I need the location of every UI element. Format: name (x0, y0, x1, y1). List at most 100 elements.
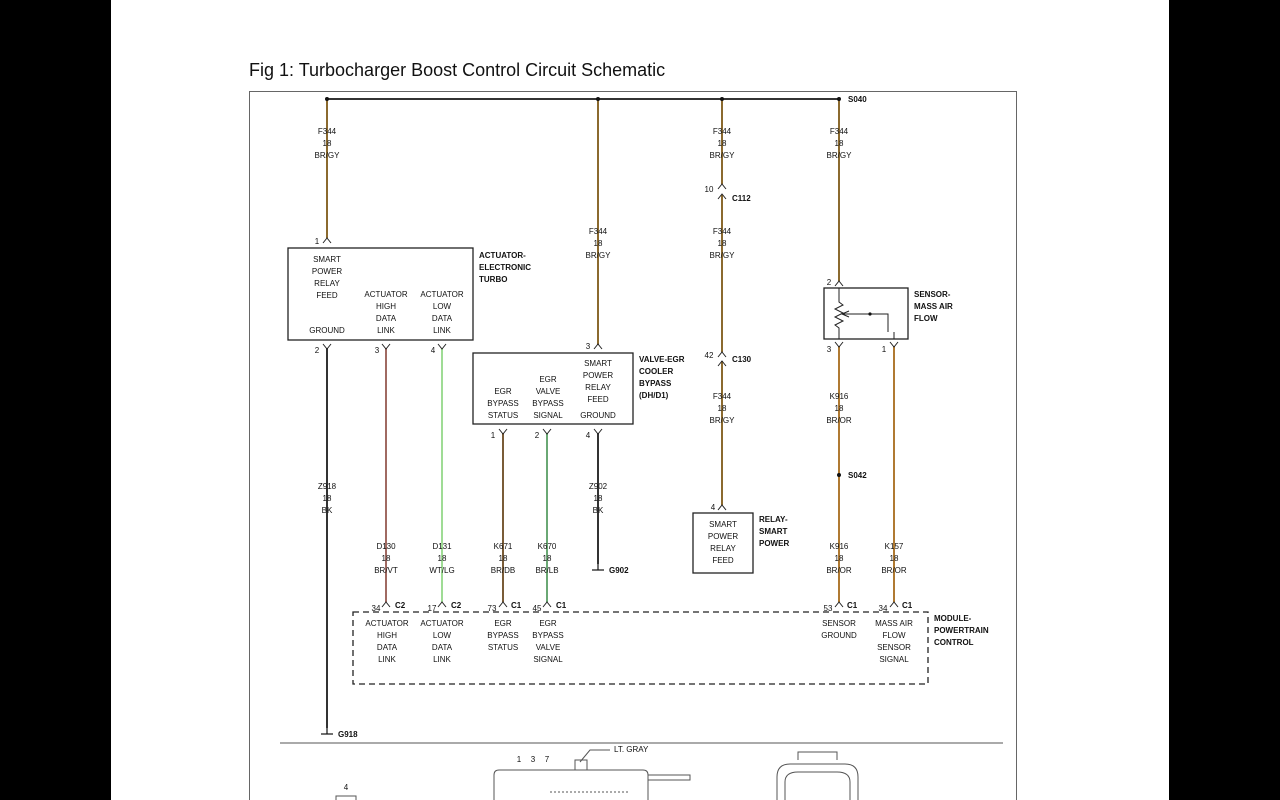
pin-function-label: HIGH (376, 302, 396, 311)
wire-gauge: 18 (323, 139, 332, 148)
connector-id: C1 (556, 601, 567, 610)
pin-function-label: LINK (433, 326, 451, 335)
circuit-id: K157 (885, 542, 904, 551)
pin-chevron (834, 601, 844, 608)
relay-smart-power-box (692, 512, 754, 574)
pin-number: 45 (533, 604, 542, 613)
wire-gauge: 18 (835, 139, 844, 148)
pin-function-label: VALVE (536, 387, 561, 396)
circuit-id: K671 (494, 542, 513, 551)
pin-chevron (593, 343, 603, 350)
component-boxes (287, 247, 929, 685)
pin-function-label: EGR (539, 375, 557, 384)
splice-dot (837, 97, 841, 101)
pin-number: 4 (586, 431, 591, 440)
wire-color: BR/DB (491, 566, 515, 575)
wire-gauge: 18 (499, 554, 508, 563)
splice-label: S042 (848, 471, 867, 480)
splice-label: S040 (848, 95, 867, 104)
component-pin-labels: SMART POWER RELAY FEED GROUND ACTUATOR H… (309, 255, 913, 664)
pin-function-label: RELAY (314, 279, 340, 288)
pin-chevron (437, 601, 447, 608)
pin-function-label: HIGH (377, 631, 397, 640)
wire-color: BR/OR (881, 566, 907, 575)
connector-id: C2 (395, 601, 406, 610)
circuit-id: K670 (538, 542, 557, 551)
wire-gauge: 18 (835, 554, 844, 563)
pin-number: 2 (315, 346, 320, 355)
pin-chevron (834, 341, 844, 348)
wire-gauge: 18 (718, 239, 727, 248)
wire-color: BR/GY (710, 151, 736, 160)
connector-views (280, 742, 1003, 800)
pin-number: 3 (531, 755, 536, 764)
pin-chevron (717, 360, 727, 367)
circuit-id: D131 (432, 542, 452, 551)
pin-number: 34 (372, 604, 381, 613)
sensor-junction-dot (868, 312, 872, 316)
pin-function-label: POWER (583, 371, 613, 380)
pin-number: 3 (375, 346, 380, 355)
circuit-id: F344 (318, 127, 337, 136)
connector-chevrons (322, 183, 899, 608)
wire-color: BR/OR (826, 566, 852, 575)
connector-view-pcm (493, 769, 649, 800)
pin-number: 34 (879, 604, 888, 613)
wire-color: BK (593, 506, 604, 515)
pin-number: 3 (586, 342, 591, 351)
pin-function-label: SIGNAL (879, 655, 909, 664)
pin-function-label: SMART (584, 359, 612, 368)
pin-number: 4 (431, 346, 436, 355)
pin-function-label: ACTUATOR (420, 619, 463, 628)
component-name-relay: RELAY- SMART POWER (759, 515, 790, 548)
actuator-electronic-turbo-box (287, 247, 474, 341)
sensor-resistor (833, 288, 845, 339)
circuit-id: F344 (713, 227, 732, 236)
pin-function-label: RELAY (585, 383, 611, 392)
schematic-frame: S040 S042 F344 18 BR/GY 1 F344 18 BR/GY … (249, 91, 1017, 800)
connector-view-sensor-clip (797, 751, 838, 760)
pin-number: 1 (491, 431, 496, 440)
pin-function-label: LINK (378, 655, 396, 664)
pin-chevron (834, 280, 844, 287)
component-name-sensor: SENSOR- MASS AIR FLOW (914, 290, 955, 323)
pin-function-label: LOW (433, 631, 452, 640)
connector-latch (574, 759, 588, 771)
pin-chevron (717, 193, 727, 200)
pin-function-label: EGR (494, 619, 512, 628)
pin-chevron (889, 601, 899, 608)
pin-function-label: ACTUATOR (364, 290, 407, 299)
circuit-id: Z902 (589, 482, 608, 491)
pin-function-label: MASS AIR (875, 619, 913, 628)
component-name-actuator: ACTUATOR- ELECTRONIC TURBO (479, 251, 533, 284)
component-names: ACTUATOR- ELECTRONIC TURBO VALVE-EGR COO… (479, 251, 989, 647)
pin-function-label: FLOW (882, 631, 906, 640)
connector-id: C130 (732, 355, 752, 364)
wire-gauge: 18 (718, 139, 727, 148)
splice-dot (837, 473, 841, 477)
pin-number: 7 (545, 755, 550, 764)
pin-function-label: DATA (432, 643, 453, 652)
circuit-id: K916 (830, 392, 849, 401)
wire-color: BR/LB (535, 566, 558, 575)
pin-number: 1 (882, 345, 887, 354)
connector-view-sensor (776, 763, 859, 800)
pin-function-label: LINK (433, 655, 451, 664)
pin-function-label: ACTUATOR (365, 619, 408, 628)
pin-number: 73 (488, 604, 497, 613)
pin-chevron (322, 237, 332, 244)
pin-function-label: FEED (587, 395, 609, 404)
circuit-id: K916 (830, 542, 849, 551)
pin-number: 4 (711, 503, 716, 512)
wire-gauge: 18 (835, 404, 844, 413)
connector-view-sensor-inner (784, 771, 851, 800)
pin-chevron (717, 183, 727, 190)
circuit-id: D130 (376, 542, 396, 551)
wire-gauge: 18 (543, 554, 552, 563)
pin-function-label: BYPASS (532, 631, 563, 640)
pin-function-label: SENSOR (822, 619, 856, 628)
pin-function-label: POWER (312, 267, 342, 276)
pin-function-label: POWER (708, 532, 738, 541)
wire-color: BR/GY (710, 251, 736, 260)
wire-color: BK (322, 506, 333, 515)
